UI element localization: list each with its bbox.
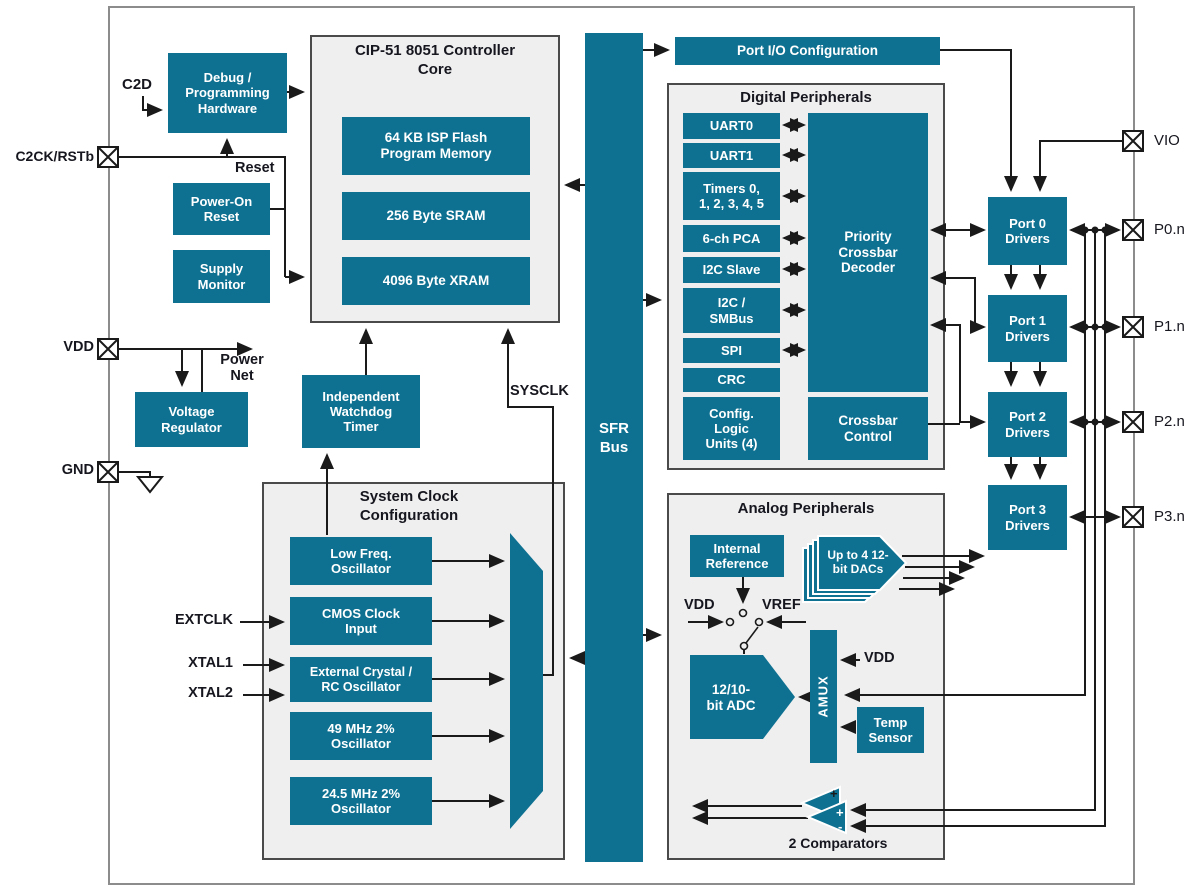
c2ck-rstb-label: C2CK/RSTb — [15, 148, 94, 164]
pin-icon — [97, 146, 119, 168]
spi-block: SPI — [683, 338, 780, 363]
gnd-label: GND — [61, 462, 94, 478]
p3n-label: P3.n — [1154, 508, 1185, 525]
pin-icon — [97, 338, 119, 360]
sysclk-wire — [501, 328, 554, 676]
xram-block: 4096 Byte XRAM — [342, 257, 530, 305]
port2-drivers-block: Port 2 Drivers — [988, 392, 1067, 457]
port1-drivers-block: Port 1 Drivers — [988, 295, 1067, 362]
dac-stack-shape — [802, 535, 908, 603]
pin-icon — [1122, 316, 1144, 338]
debug-hardware-block: Debug / Programming Hardware — [168, 53, 287, 133]
low-freq-osc-block: Low Freq. Oscillator — [290, 537, 432, 585]
i2c-smbus-block: I2C / SMBus — [683, 288, 780, 333]
osc-49mhz-block: 49 MHz 2% Oscillator — [290, 712, 432, 760]
extclk-label: EXTCLK — [175, 612, 233, 628]
sysclk-label: SYSCLK — [510, 383, 569, 399]
p1n-label: P1.n — [1154, 318, 1185, 335]
power-net-label: Power Net — [220, 352, 264, 384]
gnd-wire — [119, 471, 151, 477]
osc-245mhz-block: 24.5 MHz 2% Oscillator — [290, 777, 432, 825]
c2d-wire — [142, 96, 163, 117]
p2n-label: P2.n — [1154, 413, 1185, 430]
comparator-minus-lower: - — [838, 819, 843, 834]
p0n-label: P0.n — [1154, 221, 1185, 238]
comparator-plus-upper: + — [830, 786, 838, 801]
sram-block: 256 Byte SRAM — [342, 192, 530, 240]
adc-label: 12/10- bit ADC — [706, 682, 756, 714]
port-io-config-block: Port I/O Configuration — [675, 37, 940, 65]
vref-label: VREF — [762, 597, 801, 613]
amux-block: AMUX — [810, 630, 837, 763]
ext-crystal-block: External Crystal / RC Oscillator — [290, 657, 432, 702]
pin-icon — [1122, 506, 1144, 528]
uart0-block: UART0 — [683, 113, 780, 139]
pin-icon — [1122, 219, 1144, 241]
c2d-label: C2D — [122, 76, 153, 93]
comparator-plus-lower: + — [836, 805, 844, 820]
reference-switch-icon — [725, 608, 764, 654]
pin-icon — [1122, 411, 1144, 433]
vio-wire — [1033, 140, 1123, 192]
sfr-bus-label: SFR Bus — [599, 420, 629, 456]
vdd-label: VDD — [63, 339, 94, 355]
voltage-regulator-block: Voltage Regulator — [135, 392, 248, 447]
portio-to-port0-wire — [940, 49, 1018, 192]
port3-drivers-block: Port 3 Drivers — [988, 485, 1067, 550]
uart1-block: UART1 — [683, 143, 780, 168]
analog-title: Analog Peripherals — [737, 500, 875, 517]
dacs-label: Up to 4 12- bit DACs — [827, 548, 889, 577]
comparators-label: 2 Comparators — [788, 835, 888, 851]
pin-icon — [97, 461, 119, 483]
sysclk-title: System Clock Configuration — [359, 488, 459, 524]
adc-shape — [690, 655, 795, 739]
internal-reference-block: Internal Reference — [690, 535, 784, 577]
reset-label: Reset — [235, 160, 275, 176]
chip-boundary — [108, 6, 1135, 885]
vio-label: VIO — [1154, 132, 1180, 149]
clock-mux-shape — [510, 533, 543, 829]
flash-block: 64 KB ISP Flash Program Memory — [342, 117, 530, 175]
sfr-bus — [585, 33, 643, 862]
crossbar-control-block: Crossbar Control — [808, 397, 928, 460]
config-logic-units-block: Config. Logic Units (4) — [683, 397, 780, 460]
pca-block: 6-ch PCA — [683, 225, 780, 252]
ground-symbol-icon — [135, 476, 165, 494]
vdd-amux-label: VDD — [864, 650, 895, 666]
power-on-reset-block: Power-On Reset — [173, 183, 270, 235]
digital-title: Digital Peripherals — [740, 89, 872, 106]
cip51-title: CIP-51 8051 Controller Core — [354, 42, 516, 78]
comparators-shape — [799, 785, 847, 835]
temp-sensor-block: Temp Sensor — [857, 707, 924, 753]
pin-icon — [1122, 130, 1144, 152]
xtal1-label: XTAL1 — [188, 655, 233, 671]
watchdog-timer-block: Independent Watchdog Timer — [302, 375, 420, 448]
xtal2-label: XTAL2 — [188, 685, 233, 701]
port0-drivers-block: Port 0 Drivers — [988, 197, 1067, 265]
crc-block: CRC — [683, 368, 780, 392]
cmos-clock-block: CMOS Clock Input — [290, 597, 432, 645]
supply-monitor-block: Supply Monitor — [173, 250, 270, 303]
amux-label: AMUX — [816, 675, 831, 718]
reset-wire — [119, 156, 286, 277]
crossbar-decoder-block: Priority Crossbar Decoder — [808, 113, 928, 392]
i2c-slave-block: I2C Slave — [683, 257, 780, 283]
vdd-switch-label: VDD — [684, 597, 715, 613]
timers-block: Timers 0, 1, 2, 3, 4, 5 — [683, 172, 780, 220]
